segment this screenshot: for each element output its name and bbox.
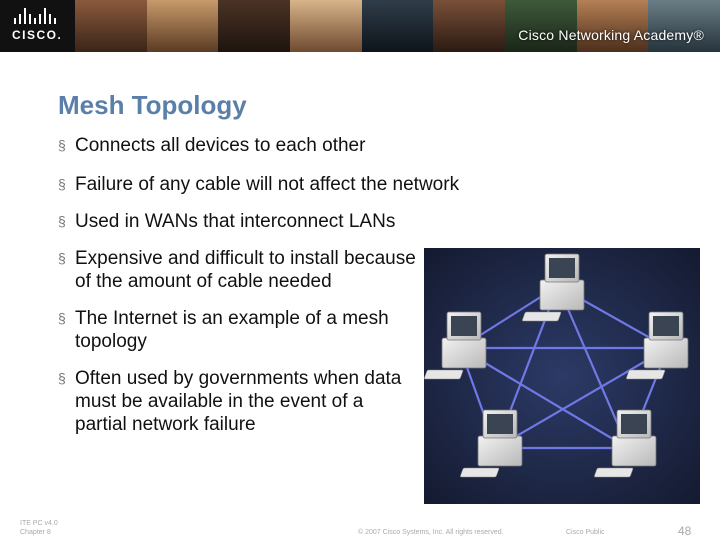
mesh-topology-image [424,248,700,504]
student-photo [648,0,720,52]
bullet-list: § Connects all devices to each other § F… [58,134,618,436]
bullet-marker: § [58,213,66,229]
bullet-text: Often used by governments when data must… [75,368,402,435]
photo-strip [75,0,720,52]
bullet-item: § The Internet is an example of a mesh t… [58,307,405,353]
page-number: 48 [678,524,692,538]
footer-course-info: ITE PC v4.0 Chapter 8 [20,519,58,537]
cisco-logo: CISCO. [12,8,72,48]
student-photo [505,0,577,52]
bullet-text: The Internet is an example of a mesh top… [75,308,389,352]
bullet-text: Used in WANs that interconnect LANs [75,211,396,232]
bullet-text: Expensive and difficult to install becau… [75,248,416,292]
bullet-marker: § [58,250,66,266]
academy-title: Cisco Networking Academy® [518,27,704,43]
bullet-item: § Often used by governments when data mu… [58,367,420,436]
bullet-text: Failure of any cable will not affect the… [75,174,460,195]
logo-text: CISCO. [12,28,63,42]
bullet-item: § Connects all devices to each other [58,134,618,157]
header-banner: CISCO. Cisco Networking Academy® [0,0,720,52]
bullet-marker: § [58,310,66,326]
footer-copyright: © 2007 Cisco Systems, Inc. All rights re… [358,529,504,536]
student-photo [146,0,219,52]
slide-title: Mesh Topology [58,90,247,120]
footer-chapter: Chapter 8 [20,529,51,536]
bullet-marker: § [58,370,66,386]
bullet-text: Connects all devices to each other [75,135,366,156]
bullet-item: § Failure of any cable will not affect t… [58,173,618,196]
cisco-bridge-logo-icon [14,8,72,24]
bullet-item: § Expensive and difficult to install bec… [58,247,420,293]
student-photo [218,0,291,52]
student-photo [75,0,147,52]
student-photo [433,0,506,52]
bullet-item: § Used in WANs that interconnect LANs [58,210,618,233]
footer-course: ITE PC v4.0 [20,520,58,527]
student-photo [361,0,434,52]
bullet-marker: § [58,137,66,153]
student-photo [290,0,362,52]
student-photo [576,0,649,52]
footer-classification: Cisco Public [566,529,605,536]
bullet-marker: § [58,176,66,192]
